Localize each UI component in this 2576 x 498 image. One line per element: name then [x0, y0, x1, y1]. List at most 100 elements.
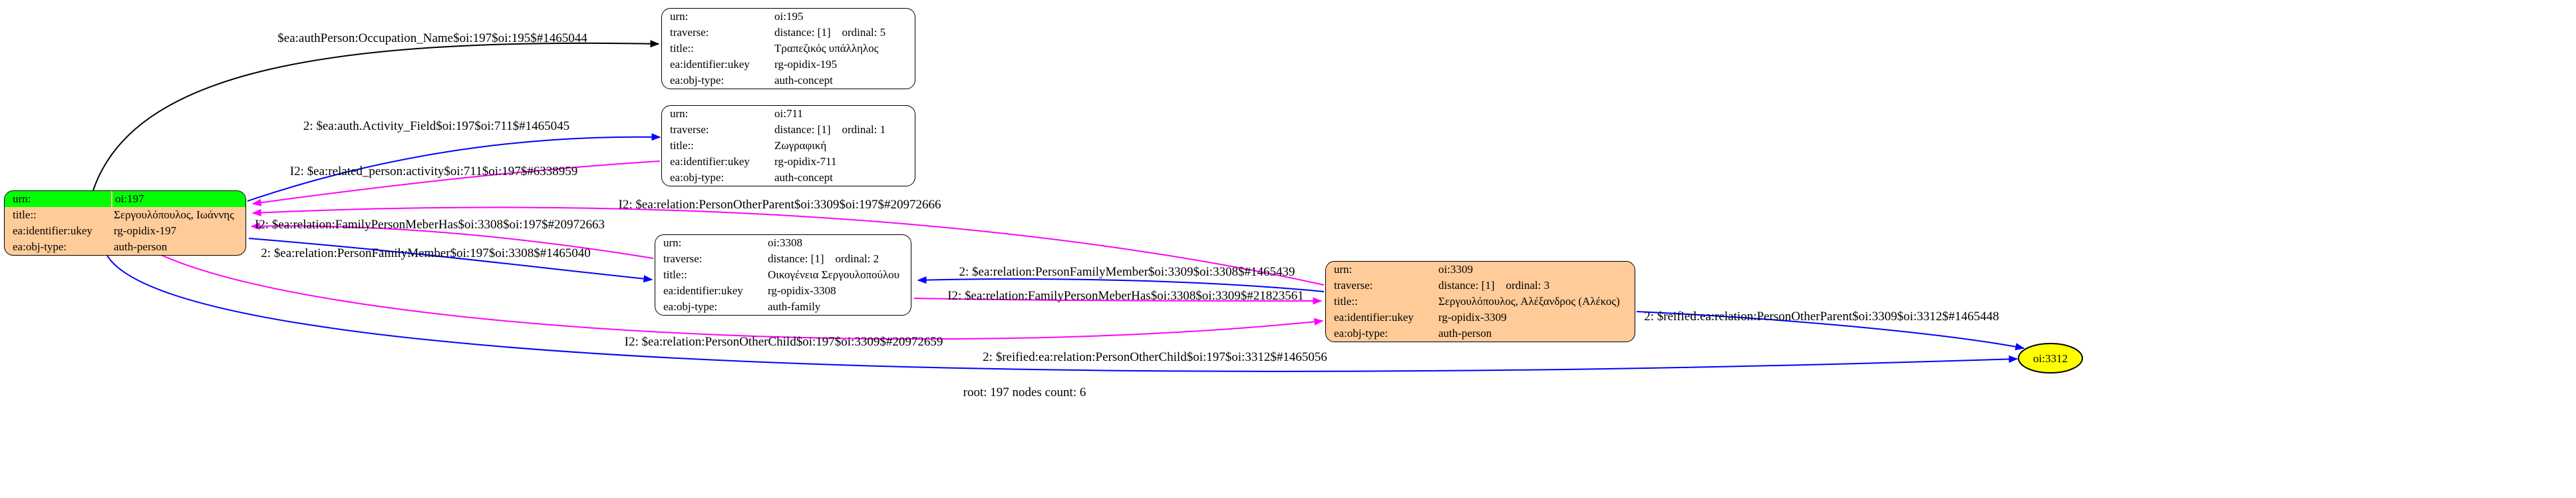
- edge-label-related-person-activity: I2: $ea:related_person:activity$oi:711$o…: [289, 164, 578, 178]
- edge-label-family-person-meber-has-3309: I2: $ea:relation:FamilyPersonMeberHas$oi…: [947, 289, 1304, 303]
- field-value: Ζωγραφική: [774, 139, 827, 152]
- node-field-row: title::Σεργουλόπουλος, Αλέξανδρος (Αλέκο…: [1326, 294, 1635, 310]
- field-key: urn:: [670, 107, 689, 120]
- node-field-row: urn: oi:3309: [1326, 262, 1635, 278]
- field-value: rg-opidix-3309: [1438, 311, 1507, 324]
- field-key: title::: [13, 208, 37, 221]
- field-value: distance: [1] ordinal: 5: [774, 26, 886, 39]
- field-value: auth-person: [114, 240, 168, 253]
- field-key: title::: [670, 139, 694, 152]
- edge-related-person-activity: [251, 160, 661, 206]
- field-value: auth-family: [768, 300, 821, 313]
- edge-activity: [247, 133, 661, 202]
- graph-root-label: root: 197 nodes count: 6: [963, 385, 1086, 399]
- node-field-row-highlighted: urn:oi:197: [5, 191, 245, 207]
- field-key: urn:: [5, 191, 111, 207]
- node-field-row: traverse: distance: [1] ordinal: 2: [655, 251, 911, 267]
- field-key: ea:identifier:ukey: [670, 58, 750, 71]
- node-field-row: title::Σεργουλόπουλος, Ιωάννης: [5, 207, 245, 223]
- node-oi195: urn: oi:195 traverse: distance: [1] ordina…: [661, 8, 915, 89]
- edge-person-other-child: [159, 254, 1324, 340]
- node-field-row: title::Τραπεζικός υπάλληλος: [662, 41, 915, 57]
- edge-label-activity: 2: $ea:auth.Activity_Field$oi:197$oi:711…: [303, 119, 570, 133]
- edge-label-occupation: $ea:authPerson:Occupation_Name$oi:197$oi…: [277, 31, 587, 45]
- field-value: rg-opidix-197: [114, 224, 177, 237]
- node-field-row: ea:identifier:ukey rg-opidix-3309: [1326, 310, 1635, 326]
- node-field-row: ea:obj-type: auth-family: [655, 299, 911, 315]
- field-value: oi:197: [112, 191, 245, 207]
- field-value: Οικογένεια Σεργουλοπούλου: [768, 268, 900, 281]
- node-field-row: ea:identifier:ukey rg-opidix-195: [662, 57, 915, 73]
- field-value: rg-opidix-711: [774, 155, 837, 168]
- node-field-row: ea:obj-type: auth-concept: [662, 73, 915, 89]
- node-field-row: traverse:distance: [1] ordinal: 3: [1326, 278, 1635, 294]
- node-field-row: ea:obj-type: auth-person: [5, 239, 245, 255]
- node-oi3312-label: oi:3312: [2033, 352, 2068, 365]
- field-key: ea:obj-type:: [13, 240, 67, 253]
- field-value: oi:3309: [1438, 263, 1473, 276]
- edge-label-person-family-member-3309: 2: $ea:relation:PersonFamilyMember$oi:33…: [959, 265, 1295, 279]
- node-field-row: title::Ζωγραφική: [662, 138, 915, 154]
- field-key: title::: [1334, 295, 1358, 308]
- node-field-row: title::Οικογένεια Σεργουλοπούλου: [655, 267, 911, 283]
- node-oi3312: [2018, 343, 2083, 374]
- field-key: traverse:: [670, 123, 709, 136]
- edge-label-reified-person-other-child: 2: $reified:ea:relation:PersonOtherChild…: [983, 350, 1327, 364]
- field-value: Τραπεζικός υπάλληλος: [774, 42, 879, 55]
- field-key: title::: [663, 268, 687, 281]
- node-oi711: urn: oi:711 traverse: distance: [1] ordina…: [661, 105, 915, 186]
- node-field-row: traverse: distance: [1] ordinal: 5: [662, 25, 915, 41]
- node-oi197: urn:oi:197 title::Σεργουλόπουλος, Ιωάννη…: [4, 190, 246, 256]
- field-key: traverse:: [670, 26, 709, 39]
- field-key: traverse:: [663, 252, 703, 265]
- field-key: ea:identifier:ukey: [663, 284, 743, 297]
- field-key: ea:identifier:ukey: [1334, 311, 1414, 324]
- node-oi3309: urn: oi:3309 traverse:distance: [1] ordin…: [1325, 261, 1635, 342]
- field-value: distance: [1] ordinal: 3: [1438, 279, 1550, 292]
- node-field-row: ea:identifier:ukey rg-opidix-197: [5, 223, 245, 239]
- node-field-row: urn: oi:3308: [655, 235, 911, 251]
- node-field-row: urn: oi:195: [662, 9, 915, 25]
- field-key: ea:obj-type:: [670, 171, 724, 184]
- field-value: Σεργουλόπουλος, Ιωάννης: [114, 208, 234, 221]
- field-value: auth-concept: [774, 171, 833, 184]
- edge-person-family-member-3309: [917, 276, 1325, 292]
- field-key: ea:obj-type:: [670, 74, 724, 87]
- field-value: auth-person: [1438, 327, 1492, 340]
- field-key: urn:: [663, 236, 682, 249]
- field-key: ea:identifier:ukey: [13, 224, 92, 237]
- edge-reified-person-other-parent: [1636, 311, 2025, 351]
- field-value: rg-opidix-3308: [768, 284, 836, 297]
- field-value: distance: [1] ordinal: 2: [768, 252, 880, 265]
- node-field-row: ea:identifier:ukey rg-opidix-3308: [655, 283, 911, 299]
- field-value: auth-concept: [774, 74, 833, 87]
- edge-family-person-meber-has-197: [250, 222, 654, 259]
- edge-reified-person-other-child: [106, 254, 2018, 372]
- field-value: Σεργουλόπουλος, Αλέξανδρος (Αλέκος): [1438, 295, 1620, 308]
- edge-label-person-other-parent: I2: $ea:relation:PersonOtherParent$oi:33…: [618, 198, 941, 212]
- node-oi3308: urn: oi:3308 traverse: distance: [1] ordin…: [655, 234, 911, 316]
- field-value: distance: [1] ordinal: 1: [774, 123, 886, 136]
- field-key: ea:obj-type:: [1334, 327, 1388, 340]
- node-field-row: traverse: distance: [1] ordinal: 1: [662, 122, 915, 138]
- node-field-row: ea:obj-type: auth-concept: [662, 170, 915, 186]
- edge-label-person-family-member-197: 2: $ea:relation:PersonFamilyMember$oi:19…: [261, 246, 591, 260]
- edge-label-reified-person-other-parent: 2: $reified:ea:relation:PersonOtherParen…: [1644, 310, 1999, 324]
- edge-person-other-parent: [251, 206, 1325, 286]
- edge-occupation: [92, 40, 660, 191]
- edge-person-family-member-197: [248, 238, 653, 283]
- node-field-row: ea:obj-type: auth-person: [1326, 326, 1635, 342]
- field-value: oi:3308: [768, 236, 802, 249]
- edge-label-person-other-child: I2: $ea:relation:PersonOtherChild$oi:197…: [624, 335, 943, 349]
- field-key: title::: [670, 42, 694, 55]
- node-field-row: urn: oi:711: [662, 106, 915, 122]
- field-key: urn:: [670, 10, 689, 23]
- field-key: ea:obj-type:: [663, 300, 718, 313]
- field-value: oi:711: [774, 107, 803, 120]
- field-value: oi:195: [774, 10, 804, 23]
- field-value: rg-opidix-195: [774, 58, 838, 71]
- field-key: urn:: [1334, 263, 1353, 276]
